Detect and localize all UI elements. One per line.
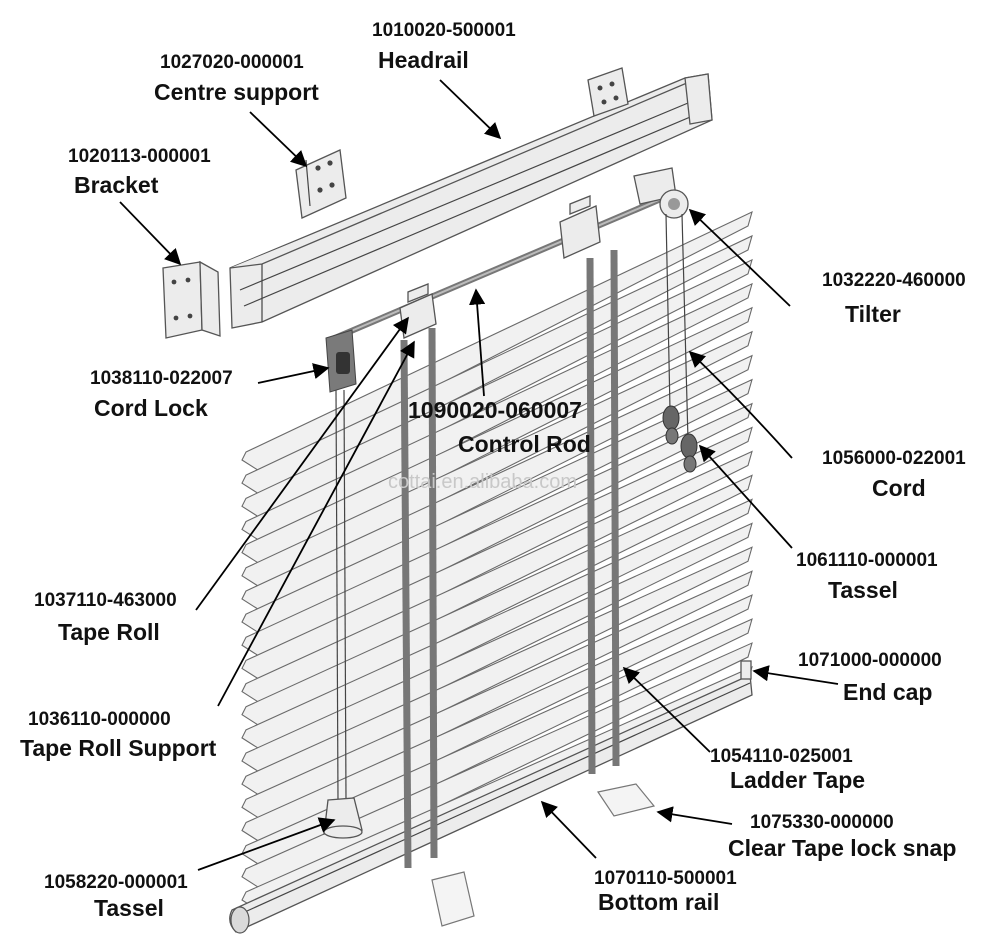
leader-tassel-left xyxy=(197,817,336,871)
bracket-shape xyxy=(162,260,221,339)
tassel-left-code: 1058220-000001 xyxy=(44,872,188,893)
bottom-rail-code: 1070110-500001 xyxy=(594,868,737,889)
label-centre-support: 1027020-000001 Centre support xyxy=(154,52,319,105)
ladder-tape-right xyxy=(586,249,620,775)
tassel-right-code: 1061110-000001 xyxy=(796,550,938,571)
tape-roll-code: 1037110-463000 xyxy=(34,590,177,611)
label-tassel-left: 1058220-000001 Tassel xyxy=(44,872,188,921)
leader-bottom-rail xyxy=(540,800,597,859)
bracket-code: 1020113-000001 xyxy=(68,146,211,167)
tassel-right-name: Tassel xyxy=(828,577,898,603)
label-tassel-right: 1061110-000001 Tassel xyxy=(796,550,938,603)
slat xyxy=(241,642,753,892)
watermark: cottai.en.alibaba.com xyxy=(388,471,577,493)
tassel-right-shape xyxy=(662,405,698,473)
headrail-code: 1010020-500001 xyxy=(372,20,516,41)
bottom-rail-shape xyxy=(229,674,753,934)
leader-ladder-tape xyxy=(622,666,711,753)
cord-code: 1056000-022001 xyxy=(822,448,966,469)
slat xyxy=(241,450,753,707)
tape-roll-assembly-left xyxy=(399,283,437,339)
ladder-tape-name: Ladder Tape xyxy=(730,767,865,793)
cord-lock-shape xyxy=(325,329,357,393)
leader-cord-lock xyxy=(257,363,330,384)
label-cord-lock: 1038110-022007 Cord Lock xyxy=(90,368,233,421)
leader-headrail xyxy=(439,79,502,140)
end-cap-code: 1071000-000000 xyxy=(798,650,942,671)
leader-centre-support xyxy=(249,111,308,168)
slat xyxy=(241,210,753,475)
leader-tassel-right xyxy=(698,444,793,549)
tassel-left-name: Tassel xyxy=(94,895,164,921)
headrail-name: Headrail xyxy=(378,47,469,73)
headrail-shape xyxy=(229,67,713,329)
centre-support-name: Centre support xyxy=(154,79,319,105)
slat xyxy=(241,594,753,846)
label-bracket: 1020113-000001 Bracket xyxy=(68,146,211,198)
leader-bracket xyxy=(119,201,182,266)
slat xyxy=(241,330,753,591)
slat xyxy=(241,474,753,730)
ladder-tape-code: 1054110-025001 xyxy=(710,746,853,767)
tilter-name: Tilter xyxy=(845,301,901,327)
leader-cord xyxy=(688,350,793,459)
cord-name: Cord xyxy=(872,475,926,501)
control-rod-name: Control Rod xyxy=(458,431,591,457)
label-clear-tape-lock-snap: 1075330-000000 Clear Tape lock snap xyxy=(728,812,956,861)
slat xyxy=(241,402,753,660)
tape-roll-assembly-right xyxy=(559,195,601,259)
tilter-code: 1032220-460000 xyxy=(822,270,966,291)
tilter-shape xyxy=(633,167,689,219)
label-bottom-rail: 1070110-500001 Bottom rail xyxy=(594,868,737,915)
leader-clear-tape-lock-snap xyxy=(656,806,733,825)
leader-end-cap xyxy=(752,665,839,685)
centre-support-shape xyxy=(295,149,347,219)
cord-lock-name: Cord Lock xyxy=(94,395,208,421)
cord-right xyxy=(665,213,689,441)
label-control-rod: 1090020-060007 Control Rod xyxy=(408,397,591,457)
end-cap-name: End cap xyxy=(843,679,932,705)
label-tape-roll: 1037110-463000 Tape Roll xyxy=(34,590,177,645)
label-tape-roll-support: 1036110-000000 Tape Roll Support xyxy=(20,709,217,761)
slat xyxy=(241,522,753,776)
label-tilter: 1032220-460000 Tilter xyxy=(822,270,966,327)
bottom-rail-name: Bottom rail xyxy=(598,889,719,915)
ladder-tape-left xyxy=(400,327,438,869)
slat xyxy=(241,546,753,799)
bracket-name: Bracket xyxy=(74,172,159,198)
control-rod-code: 1090020-060007 xyxy=(408,397,582,423)
clear-tape-lock-snap-code: 1075330-000000 xyxy=(750,812,894,833)
slat xyxy=(241,426,753,684)
leader-lines xyxy=(119,79,839,871)
leader-tilter xyxy=(688,208,791,307)
centre-support-code: 1027020-000001 xyxy=(160,52,304,73)
label-end-cap: 1071000-000000 End cap xyxy=(798,650,942,705)
slat xyxy=(241,354,753,614)
label-cord: 1056000-022001 Cord xyxy=(822,448,966,501)
lift-cord-left xyxy=(335,389,347,801)
control-rod-shape xyxy=(328,193,670,343)
leader-control-rod xyxy=(469,288,486,397)
tape-roll-support-name: Tape Roll Support xyxy=(20,735,217,761)
tape-roll-name: Tape Roll xyxy=(58,619,160,645)
label-headrail: 1010020-500001 Headrail xyxy=(372,20,516,73)
slat xyxy=(241,306,753,568)
end-cap-shape xyxy=(740,660,752,680)
tape-roll-support-code: 1036110-000000 xyxy=(28,709,171,730)
clear-tape-lock-snap-shape xyxy=(431,783,656,927)
clear-tape-lock-snap-name: Clear Tape lock snap xyxy=(728,835,956,861)
leader-tape-roll xyxy=(195,316,409,611)
slat xyxy=(241,498,753,753)
cord-lock-code: 1038110-022007 xyxy=(90,368,233,389)
leader-tape-roll-support xyxy=(217,340,415,707)
slat xyxy=(241,570,753,822)
label-ladder-tape: 1054110-025001 Ladder Tape xyxy=(710,746,865,793)
